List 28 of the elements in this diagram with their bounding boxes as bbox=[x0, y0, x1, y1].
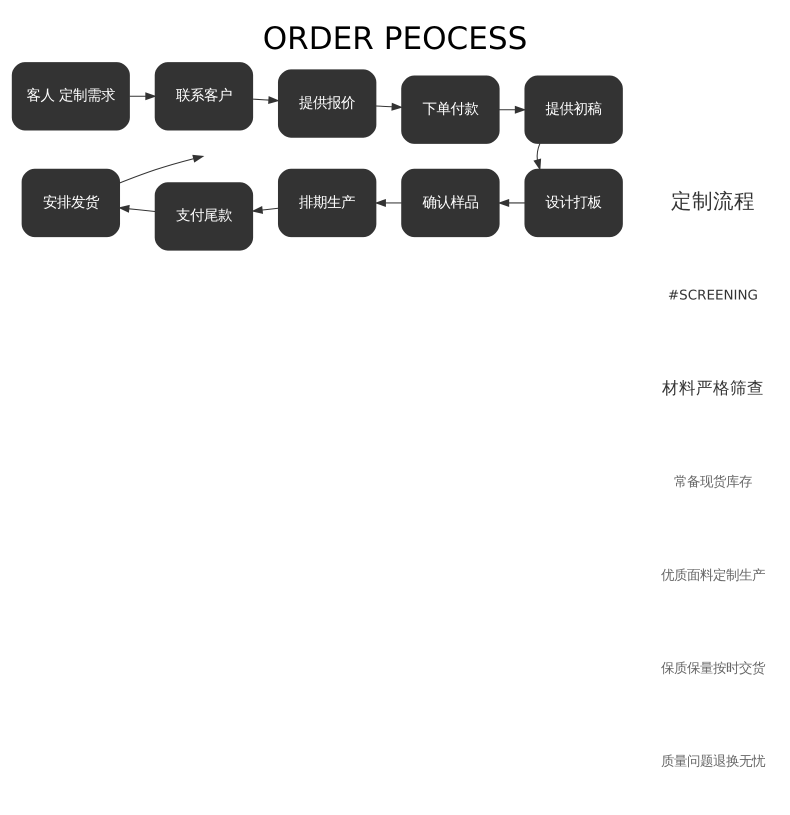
label: 保质保量按时交货 bbox=[660, 661, 765, 676]
node-box: 客人 定制需求 bbox=[12, 62, 130, 130]
node-box: 提供初稿 bbox=[524, 75, 623, 144]
node-box: 联系客户 bbox=[154, 62, 254, 130]
label: 优质面料定制生产 bbox=[660, 568, 765, 583]
arrow bbox=[130, 92, 157, 100]
node-box: 提供报价 bbox=[278, 68, 376, 138]
arrow bbox=[251, 206, 278, 214]
label: 定制流程 bbox=[670, 188, 755, 213]
node-box: 排期生产 bbox=[278, 168, 376, 237]
arrow bbox=[499, 105, 526, 114]
label: 常备现货库存 bbox=[674, 474, 752, 490]
node-box: 设计打板 bbox=[524, 168, 623, 237]
arrow bbox=[533, 142, 542, 170]
arrow bbox=[118, 204, 156, 212]
arrow bbox=[376, 102, 403, 110]
arrow bbox=[252, 96, 280, 104]
label: 质量问题退换无忧 bbox=[660, 754, 765, 770]
arrow bbox=[498, 198, 525, 206]
node-box: 支付尾款 bbox=[154, 182, 254, 250]
label: #SCREENING bbox=[668, 288, 758, 304]
arrow bbox=[119, 154, 204, 183]
node-box: 安排发货 bbox=[22, 168, 120, 237]
label: 材料严格筛查 bbox=[662, 378, 764, 397]
node-box: 下单付款 bbox=[401, 75, 500, 144]
node-box: 确认样品 bbox=[401, 168, 500, 237]
arrow bbox=[374, 198, 402, 206]
diagram-title: ORDER PEOCESS bbox=[262, 20, 528, 57]
